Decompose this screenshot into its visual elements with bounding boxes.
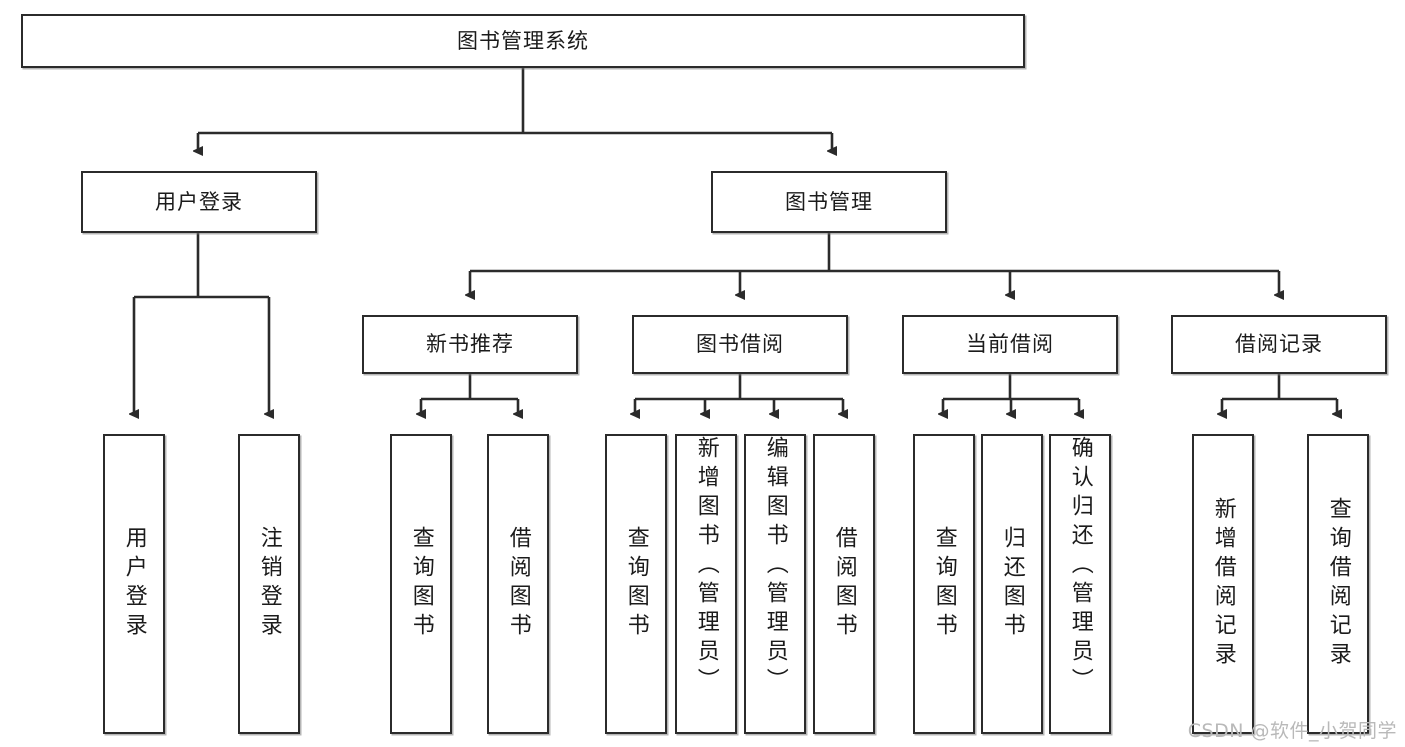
node-label: 用户登录 [121,526,147,642]
node-leaf-edit-book-admin[interactable]: 编辑图书（管理员） [744,434,806,734]
node-label: 确认归还（管理员） [1067,436,1093,697]
node-label: 归还图书 [999,526,1025,642]
node-leaf-borrow-book-recommend[interactable]: 借阅图书 [487,434,549,734]
node-label: 用户登录 [155,189,243,214]
node-label: 编辑图书（管理员） [762,436,788,697]
node-leaf-return-book[interactable]: 归还图书 [981,434,1043,734]
node-label: 查询图书 [623,526,649,642]
node-label: 借阅记录 [1235,332,1323,357]
node-label: 新增借阅记录 [1210,497,1236,671]
node-label: 图书管理系统 [457,28,589,53]
node-label: 图书借阅 [696,332,784,357]
node-label: 新书推荐 [426,332,514,357]
node-leaf-logout[interactable]: 注销登录 [238,434,300,734]
node-label: 查询借阅记录 [1325,497,1351,671]
node-leaf-user-login[interactable]: 用户登录 [103,434,165,734]
node-label: 查询图书 [408,526,434,642]
node-label: 借阅图书 [831,526,857,642]
node-borrow-record[interactable]: 借阅记录 [1171,315,1387,374]
node-label: 当前借阅 [966,332,1054,357]
node-label: 新增图书（管理员） [693,436,719,697]
node-current-borrow[interactable]: 当前借阅 [902,315,1118,374]
node-label: 查询图书 [931,526,957,642]
node-leaf-borrow-book[interactable]: 借阅图书 [813,434,875,734]
node-user-login[interactable]: 用户登录 [81,171,317,233]
node-new-book-recommend[interactable]: 新书推荐 [362,315,578,374]
node-leaf-confirm-return-admin[interactable]: 确认归还（管理员） [1049,434,1111,734]
node-leaf-query-book-recommend[interactable]: 查询图书 [390,434,452,734]
node-leaf-query-borrow-record[interactable]: 查询借阅记录 [1307,434,1369,734]
node-leaf-add-borrow-record[interactable]: 新增借阅记录 [1192,434,1254,734]
node-label: 图书管理 [785,189,873,214]
node-book-borrow[interactable]: 图书借阅 [632,315,848,374]
node-label: 注销登录 [256,526,282,642]
node-book-management[interactable]: 图书管理 [711,171,947,233]
node-label: 借阅图书 [505,526,531,642]
node-root-book-management-system[interactable]: 图书管理系统 [21,14,1025,68]
node-leaf-query-book-borrow[interactable]: 查询图书 [605,434,667,734]
node-leaf-query-book-current[interactable]: 查询图书 [913,434,975,734]
node-leaf-add-book-admin[interactable]: 新增图书（管理员） [675,434,737,734]
